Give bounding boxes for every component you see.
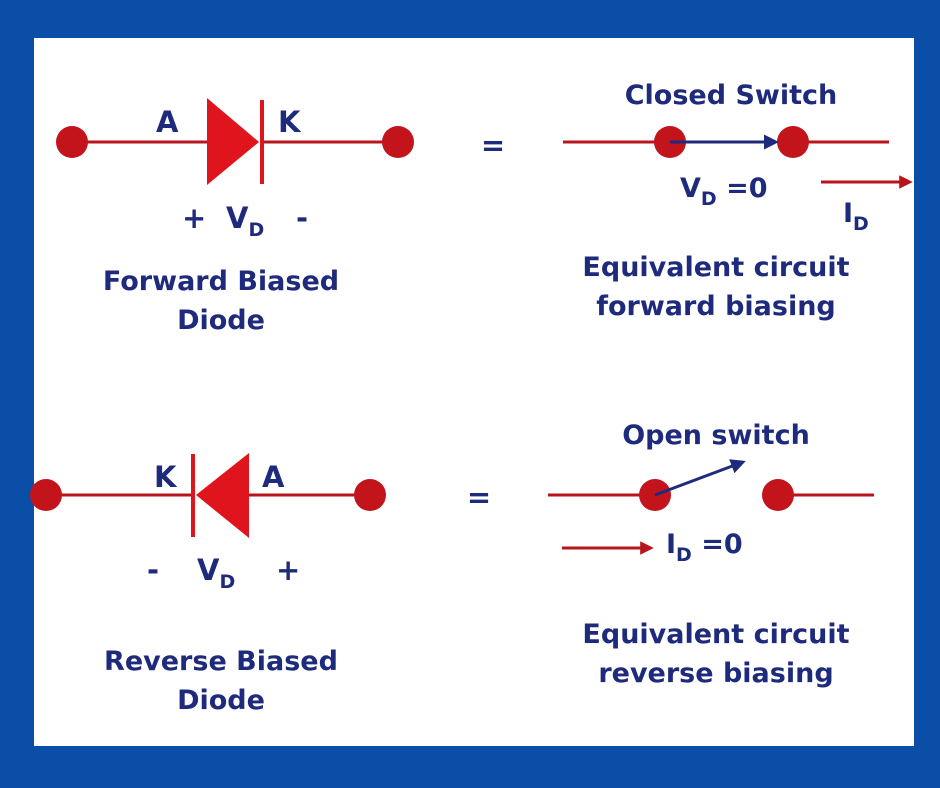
forward-anode-label: A <box>156 105 179 139</box>
forward-title-line1: Forward Biased <box>103 266 339 297</box>
reverse-equiv-line1: Equivalent circuit <box>582 619 849 650</box>
open-switch-arm <box>654 459 746 497</box>
forward-vd-label: VD <box>226 201 264 241</box>
forward-diode-circuit <box>56 98 414 185</box>
forward-diode-triangle <box>207 98 259 185</box>
closed-switch-label: Closed Switch <box>625 80 838 111</box>
forward-plus-sign: + <box>182 201 206 235</box>
closed-switch-node-right <box>777 126 809 158</box>
reverse-terminal-right <box>354 479 386 511</box>
forward-vd-subscript: D <box>248 219 264 241</box>
forward-equiv-line1: Equivalent circuit <box>582 252 849 283</box>
reverse-cathode-label: K <box>154 460 178 494</box>
reverse-diode-circuit <box>30 453 386 538</box>
forward-cathode-label: K <box>278 105 302 139</box>
reverse-anode-label: A <box>262 460 285 494</box>
reverse-equiv-line2: reverse biasing <box>598 658 833 689</box>
closed-switch-circuit <box>563 126 889 158</box>
reverse-minus-sign: - <box>147 553 159 587</box>
forward-minus-sign: - <box>296 201 308 235</box>
diagram-panel <box>34 38 914 746</box>
reverse-plus-sign: + <box>276 553 300 587</box>
reverse-current-value: =0 <box>692 529 743 560</box>
forward-vd-zero-subscript: D <box>701 188 717 210</box>
reverse-vd-label: VD <box>197 553 235 593</box>
forward-terminal-right <box>382 126 414 158</box>
forward-vd-v: V <box>226 201 249 235</box>
open-switch-circuit <box>548 459 874 511</box>
reverse-current-i: I <box>666 529 676 560</box>
forward-current-subscript: D <box>853 213 869 235</box>
reverse-vd-subscript: D <box>219 571 235 593</box>
open-switch-label: Open switch <box>622 420 810 451</box>
reverse-equals-sign: = <box>467 480 491 514</box>
reverse-current-label: ID =0 <box>666 529 743 566</box>
reverse-title-line1: Reverse Biased <box>104 646 338 677</box>
forward-current-label: ID <box>843 198 869 235</box>
reverse-vd-v: V <box>197 553 220 587</box>
reverse-diode-triangle <box>196 453 249 538</box>
forward-vd-zero-v: V <box>680 173 701 204</box>
reverse-current-subscript: D <box>676 544 692 566</box>
forward-terminal-left <box>56 126 88 158</box>
forward-vd-zero-value: =0 <box>717 173 768 204</box>
forward-current-i: I <box>843 198 853 229</box>
reverse-terminal-left <box>30 479 62 511</box>
open-switch-node-right <box>762 479 794 511</box>
forward-equals-sign: = <box>481 128 505 162</box>
forward-equiv-line2: forward biasing <box>596 291 836 322</box>
forward-vd-zero-label: VD =0 <box>680 173 768 210</box>
forward-title-line2: Diode <box>177 305 265 336</box>
reverse-title-line2: Diode <box>177 685 265 716</box>
